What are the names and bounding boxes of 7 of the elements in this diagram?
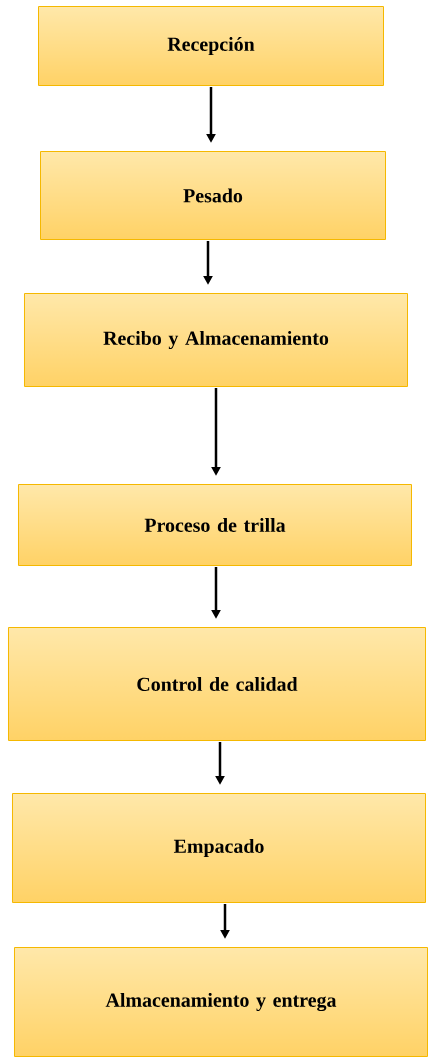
process-box: Proceso de trilla: [18, 484, 412, 566]
process-box: Control de calidad: [8, 627, 426, 741]
process-box: Pesado: [40, 151, 386, 240]
process-box: Recepción: [38, 6, 384, 86]
process-box: Recibo y Almacenamiento: [24, 293, 408, 387]
process-box: Empacado: [12, 793, 426, 903]
process-box: Almacenamiento y entrega: [14, 947, 428, 1057]
